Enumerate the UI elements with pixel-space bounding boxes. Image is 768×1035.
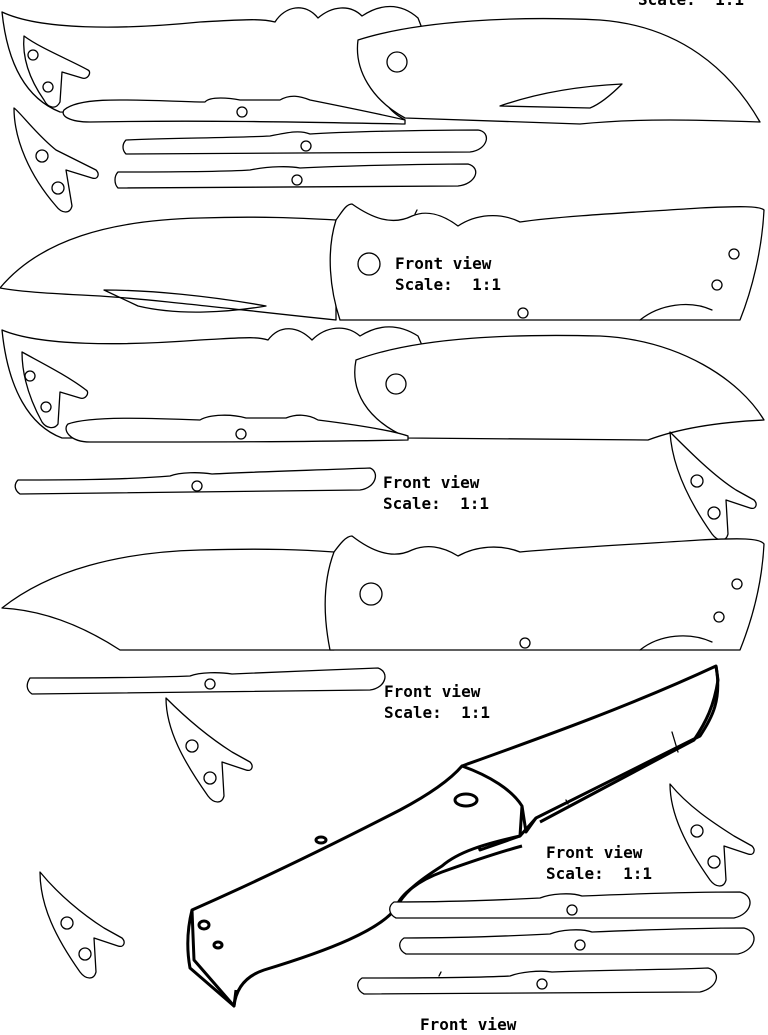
handle-curve [639, 635, 713, 651]
backspacer [62, 95, 406, 125]
blade-outline [0, 216, 337, 321]
blade-outline [1, 548, 335, 651]
lock-bar [23, 35, 91, 108]
view-title: Front view [395, 254, 492, 273]
blade-fuller [499, 83, 623, 109]
lock-bar-part-3 [165, 697, 253, 803]
liner-bar-2 [14, 467, 377, 495]
lock-bar-hole [27, 49, 39, 61]
pivot-hole [359, 582, 383, 606]
handle-3d [186, 764, 524, 1008]
pivot-hole [386, 51, 408, 73]
pin-3d [314, 835, 328, 845]
view-scale: Scale: 1:1 [384, 703, 490, 722]
lock-bar-part-5 [39, 871, 125, 979]
blade-outline [354, 334, 765, 441]
view-label-1: Front view Scale: 1:1 [395, 253, 501, 295]
folding-knife-side-view-4 [1, 535, 765, 651]
isometric-knife-view [186, 664, 720, 1008]
pin-hole [728, 248, 740, 260]
liner-bar-3 [26, 667, 386, 695]
pin-hole [517, 307, 529, 319]
top-scale-label: Scale: 1:1 [638, 0, 744, 10]
backspacer-hole [236, 106, 248, 118]
lock-bar [21, 351, 89, 429]
pivot-3d [453, 792, 479, 808]
pin-3d [197, 919, 211, 931]
pin-hole [711, 279, 723, 291]
view-scale: Scale: 1:1 [395, 275, 501, 294]
handle-outline [324, 535, 765, 651]
pin-hole [731, 578, 743, 590]
tick-mark [414, 209, 418, 215]
pivot-hole [357, 252, 381, 276]
backspacer [65, 414, 409, 443]
lock-bar-part-1 [13, 107, 99, 213]
handle-curve [639, 303, 713, 321]
lock-bar-hole [42, 81, 54, 93]
folding-knife-side-view-2 [0, 203, 765, 321]
view-label-3: Front view Scale: 1:1 [384, 681, 490, 723]
liner-bars-4 [357, 891, 755, 995]
bottom-cut-label: Front view [420, 1015, 517, 1034]
lock-bar-part-4 [669, 783, 755, 887]
folding-knife-side-view-3 [1, 326, 765, 443]
view-title: Front view [546, 843, 643, 862]
view-scale: Scale: 1:1 [546, 864, 652, 883]
view-label-2: Front view Scale: 1:1 [383, 472, 489, 514]
lock-bar-part-2 [669, 431, 757, 541]
liner-bars-1 [114, 129, 488, 189]
view-title: Front view [383, 473, 480, 492]
view-label-4: Front view Scale: 1:1 [546, 842, 652, 884]
pin-3d [212, 940, 224, 950]
handle-outline [329, 203, 765, 321]
folding-knife-side-view-1 [1, 5, 761, 125]
view-scale: Scale: 1:1 [383, 494, 489, 513]
pin-hole [713, 611, 725, 623]
blade-outline [356, 17, 761, 125]
pin-hole [519, 637, 531, 649]
lock-bar-hole [24, 370, 36, 382]
backspacer-hole [235, 428, 247, 440]
blade-fuller [103, 289, 267, 313]
view-title: Front view [384, 682, 481, 701]
pivot-hole [385, 373, 407, 395]
lock-bar-hole [40, 401, 52, 413]
